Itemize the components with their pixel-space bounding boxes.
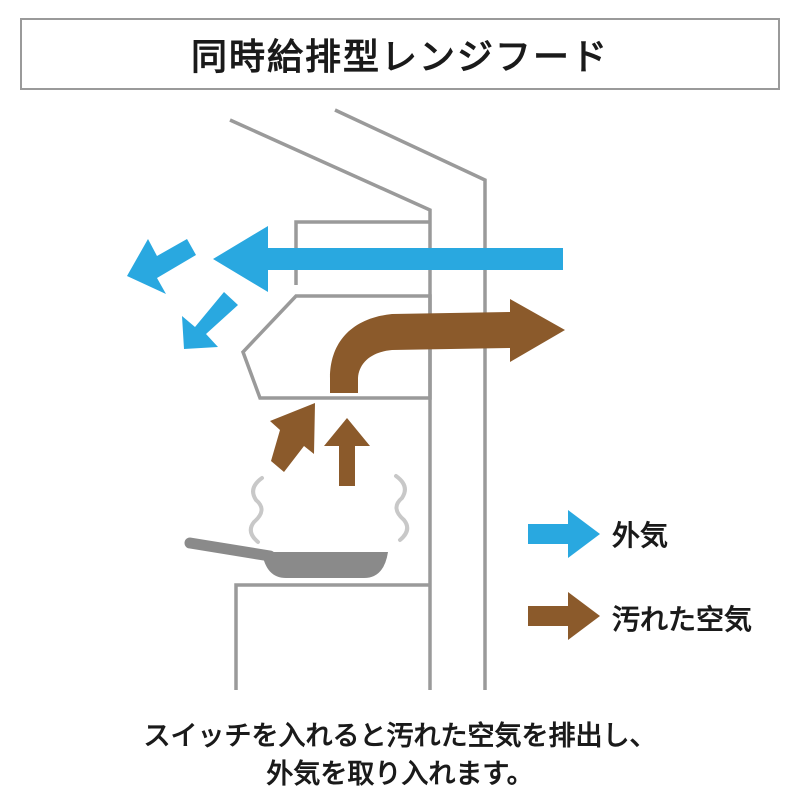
legend-label-dirty-air: 汚れた空気	[612, 603, 753, 636]
duct-outer-line	[229, 118, 432, 690]
steam	[248, 474, 410, 544]
outside-air-arrow-up	[127, 239, 196, 294]
caption-line-1: スイッチを入れると汚れた空気を排出し、	[143, 721, 657, 752]
legend-dirty-air-arrow	[528, 592, 600, 640]
counter-cabinet	[234, 583, 430, 690]
outside-air-arrow-main	[213, 226, 563, 292]
outside-air-arrow-down	[182, 292, 238, 349]
duct-inner-line	[334, 108, 487, 690]
legend-outside-air-arrow	[528, 510, 600, 558]
diagram-title: 同時給排型レンジフード	[190, 37, 609, 78]
dirty-air-arrow-diagonal	[270, 403, 315, 472]
dirty-air-arrow-curve	[330, 299, 565, 393]
frying-pan	[184, 537, 388, 578]
title-box: 同時給排型レンジフード	[20, 18, 780, 90]
dirty-air-arrow-vertical	[324, 418, 370, 486]
caption-line-2: 外気を取り入れます。	[266, 759, 534, 790]
dirty-air-arrows	[270, 299, 600, 640]
steam-right	[394, 474, 410, 542]
pan-handle	[184, 537, 276, 562]
steam-left	[248, 476, 264, 544]
legend-label-outside-air: 外気	[612, 519, 669, 552]
outside-air-arrows	[127, 226, 600, 558]
kitchen-structure	[229, 108, 487, 690]
pan-body	[262, 552, 388, 578]
hood-body	[240, 294, 432, 400]
